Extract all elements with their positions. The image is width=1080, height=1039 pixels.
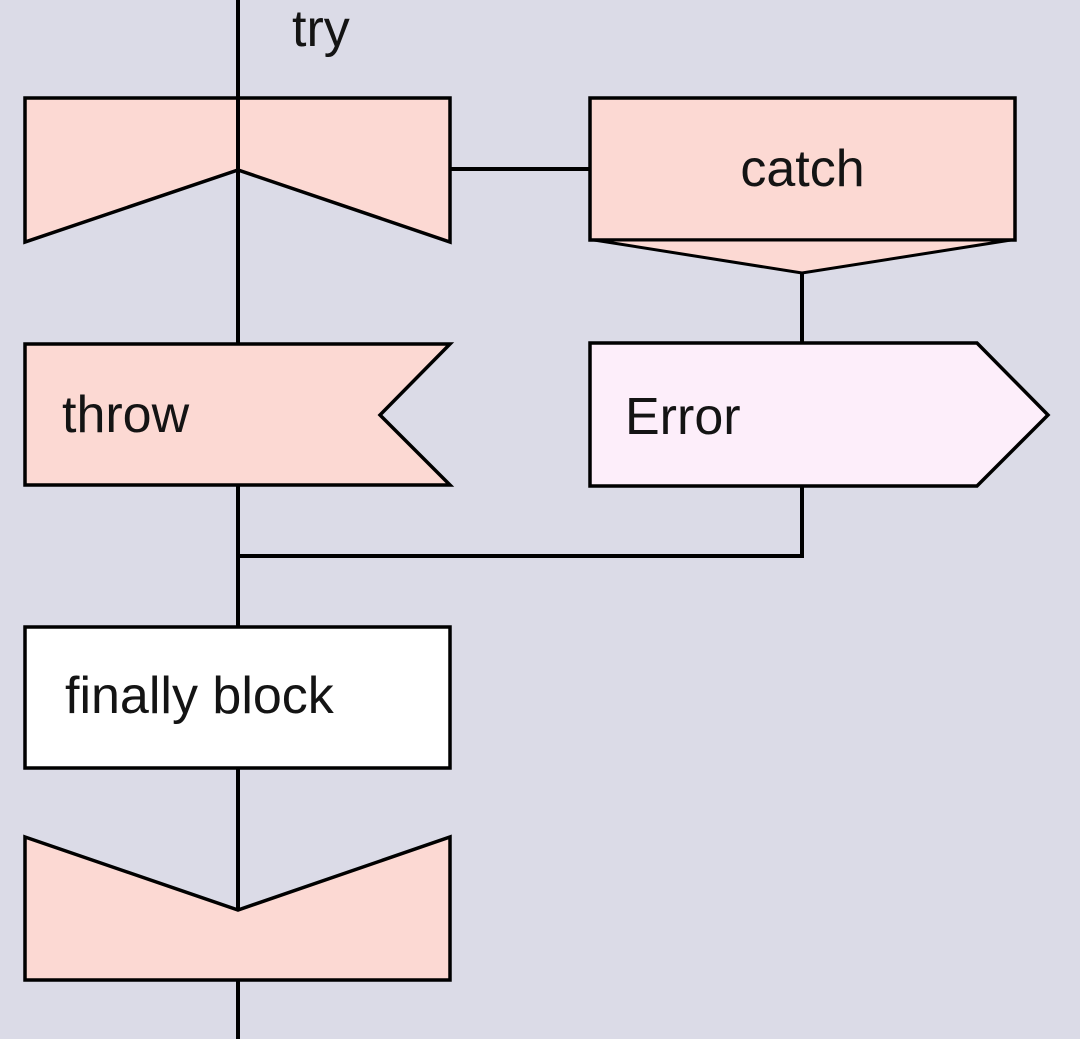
finally-shape <box>23 625 452 770</box>
finally-label: finally block <box>65 667 334 725</box>
catch-pointer-shape <box>593 238 1012 275</box>
throw-label: throw <box>62 386 190 444</box>
throw-shape <box>23 342 455 487</box>
catch-label: catch <box>740 140 865 198</box>
error-shape <box>588 341 1051 488</box>
error-label: Error <box>625 388 741 446</box>
try-exit-shape <box>23 834 452 982</box>
error-return-connector <box>238 486 804 558</box>
catch-shape <box>588 96 1017 242</box>
try-edge-label: try <box>292 0 350 58</box>
